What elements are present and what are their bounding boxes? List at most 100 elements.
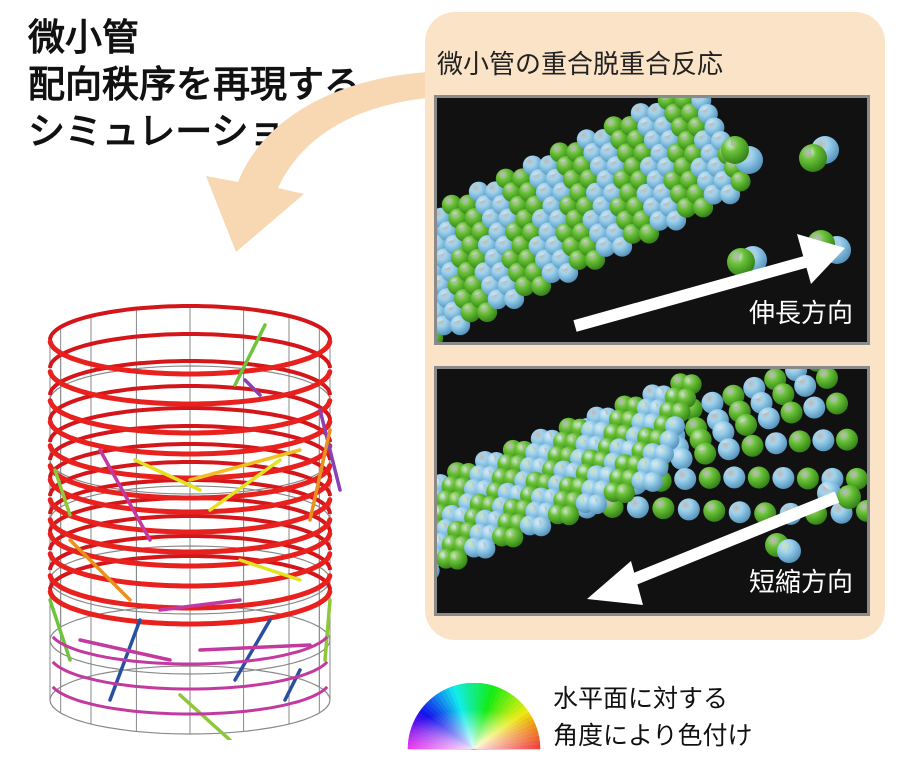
tubulin-subunit	[803, 396, 826, 419]
microtubule-tilted	[48, 598, 72, 662]
tubulin-subunit	[475, 538, 496, 559]
microtubule-tilted	[98, 448, 152, 542]
tubulin-subunit	[614, 483, 635, 504]
legend-line-1: 水平面に対する	[553, 684, 729, 713]
tubulin-subunit	[846, 467, 867, 490]
tubulin-subunit	[626, 496, 649, 519]
microtubule-tilted	[68, 538, 132, 602]
microtubule-back	[48, 554, 332, 591]
panel-title: 微小管の重合脱重合反応	[437, 50, 724, 80]
microtubule-tilted	[133, 458, 202, 492]
microtubule-tilted	[283, 668, 302, 702]
title-line-2: 配向秩序を再現する	[28, 63, 361, 106]
microtubule-back	[48, 384, 332, 421]
tubulin-subunit	[765, 432, 788, 455]
tubulin-subunit	[531, 516, 552, 537]
microtubule-tilted	[318, 408, 342, 492]
microtubule-tilted	[78, 638, 172, 662]
tubulin-subunit	[622, 223, 643, 244]
tubulin-subunit	[747, 466, 770, 489]
microtubule-tilted	[51, 635, 329, 666]
microtubule-back	[48, 406, 332, 443]
tubulin-subunit	[816, 369, 838, 389]
microtubule-horizontal	[47, 531, 333, 569]
tubulin-subunit	[772, 383, 795, 406]
tubulin-subunit	[788, 430, 811, 453]
tubulin-subunit	[772, 466, 795, 489]
tubulin-subunit	[568, 249, 589, 270]
microtubule-tilted	[233, 323, 267, 387]
tubulin-subunit	[701, 391, 724, 414]
microtubule-back	[48, 332, 332, 369]
microtubule-horizontal	[47, 419, 333, 457]
shrink-direction-label: 短縮方向	[748, 568, 853, 598]
tubulin-subunit	[812, 429, 835, 452]
microtubule-tilted	[323, 598, 332, 662]
tubulin-subunit	[730, 171, 751, 192]
microtubule-horizontal	[47, 517, 333, 555]
tubulin-subunit	[703, 184, 724, 205]
tubulin-subunit	[799, 144, 827, 172]
tubulin-subunit	[487, 289, 508, 310]
growth-arrow	[573, 254, 814, 332]
tubulin-subunit	[703, 499, 726, 522]
growth-image: 伸長方向	[434, 95, 870, 345]
tubulin-subunit	[741, 434, 764, 457]
growth-arrow-head	[797, 234, 845, 284]
tubulin-subunit	[794, 374, 817, 397]
tubulin-subunit	[723, 466, 746, 489]
microtubule-tilted	[51, 685, 329, 716]
microtubule-tilted	[53, 468, 72, 517]
tubulin-subunit	[727, 248, 755, 276]
shrink-arrow-head	[587, 561, 643, 605]
tubulin-subunit	[460, 302, 481, 323]
tubulin-subunit	[559, 505, 580, 526]
microtubule-tilted	[178, 693, 232, 740]
microtubule-tilted	[238, 558, 302, 582]
microtubule-back	[48, 304, 332, 341]
microtubule-tilted	[233, 618, 272, 682]
tubulin-subunit	[674, 467, 697, 490]
legend-line-2: 角度により色付け	[553, 721, 753, 750]
tubulin-subunit	[677, 498, 700, 521]
microtubule-horizontal	[47, 339, 333, 377]
tubulin-subunit	[503, 527, 524, 548]
microtubule-back	[48, 534, 332, 571]
microtubule-tilted	[308, 428, 332, 522]
tubulin-subunit	[694, 442, 717, 465]
microtubule-tilted	[208, 458, 282, 512]
tubulin-subunit	[601, 496, 624, 519]
tubulin-subunit	[837, 485, 861, 509]
microtubule-horizontal	[47, 443, 333, 481]
tubulin-subunit	[757, 407, 780, 430]
tubulin-subunit	[721, 136, 749, 164]
microtubule-tilted	[188, 448, 302, 482]
tubulin-subunit	[698, 466, 721, 489]
tubulin-subunit	[836, 428, 858, 451]
tubulin-subunit	[670, 447, 693, 470]
microtubule-tilted	[198, 643, 312, 652]
wheel-center	[408, 683, 540, 749]
microtubule-horizontal	[47, 463, 333, 501]
tubulin-subunit	[437, 563, 440, 578]
tubulin-subunit	[514, 276, 535, 297]
microtubule-horizontal	[47, 551, 333, 589]
microtubule-horizontal	[47, 477, 333, 515]
growth-direction-label: 伸長方向	[748, 299, 853, 329]
microtubule-tilted	[243, 378, 262, 397]
tubulin-subunit	[447, 549, 468, 570]
curved-arrow-icon	[206, 72, 428, 252]
microtubule-horizontal	[47, 369, 333, 407]
microtubule-simulation	[47, 304, 342, 740]
tubulin-subunit	[780, 401, 803, 424]
tubulin-subunit	[595, 236, 616, 257]
tubulin-subunit	[676, 197, 697, 218]
angle-color-wheel-icon	[407, 683, 541, 750]
tubulin-subunit	[796, 467, 819, 490]
tubulin-subunit	[717, 438, 740, 461]
tubulin-subunit	[856, 499, 867, 522]
tubulin-subunit	[826, 392, 848, 415]
microtubule-back	[48, 359, 332, 396]
tubulin-subunit	[642, 471, 663, 492]
tubulin-subunit	[541, 263, 562, 284]
